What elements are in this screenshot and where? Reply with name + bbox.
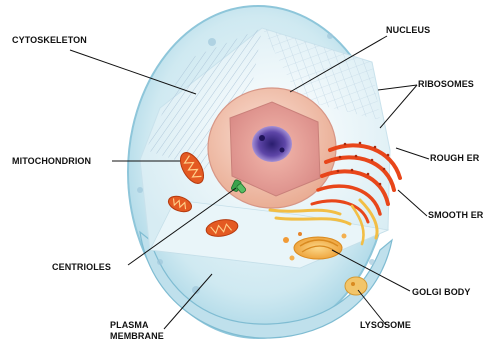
label-plasma-membrane-line2: MEMBRANE bbox=[110, 331, 164, 342]
label-lysosome: LYSOSOME bbox=[360, 320, 411, 331]
label-mitochondrion: MITOCHONDRION bbox=[12, 156, 91, 167]
nucleolus bbox=[252, 126, 292, 162]
label-golgi-body: GOLGI BODY bbox=[412, 287, 471, 298]
leader-ribosomes-b bbox=[380, 85, 417, 128]
leader-smooth-er bbox=[398, 190, 427, 216]
label-nucleus: NUCLEUS bbox=[386, 25, 430, 36]
label-cytoskeleton: CYTOSKELETON bbox=[12, 35, 87, 46]
leader-rough-er bbox=[396, 148, 429, 159]
label-plasma-membrane: PLASMA MEMBRANE bbox=[110, 320, 164, 342]
label-smooth-er: SMOOTH ER bbox=[428, 210, 483, 221]
label-rough-er: ROUGH ER bbox=[430, 153, 479, 164]
leader-ribosomes-a bbox=[378, 85, 417, 90]
label-plasma-membrane-line1: PLASMA bbox=[110, 320, 164, 331]
label-centrioles: CENTRIOLES bbox=[52, 262, 111, 273]
lysosome bbox=[345, 277, 367, 295]
label-ribosomes: RIBOSOMES bbox=[418, 79, 474, 90]
